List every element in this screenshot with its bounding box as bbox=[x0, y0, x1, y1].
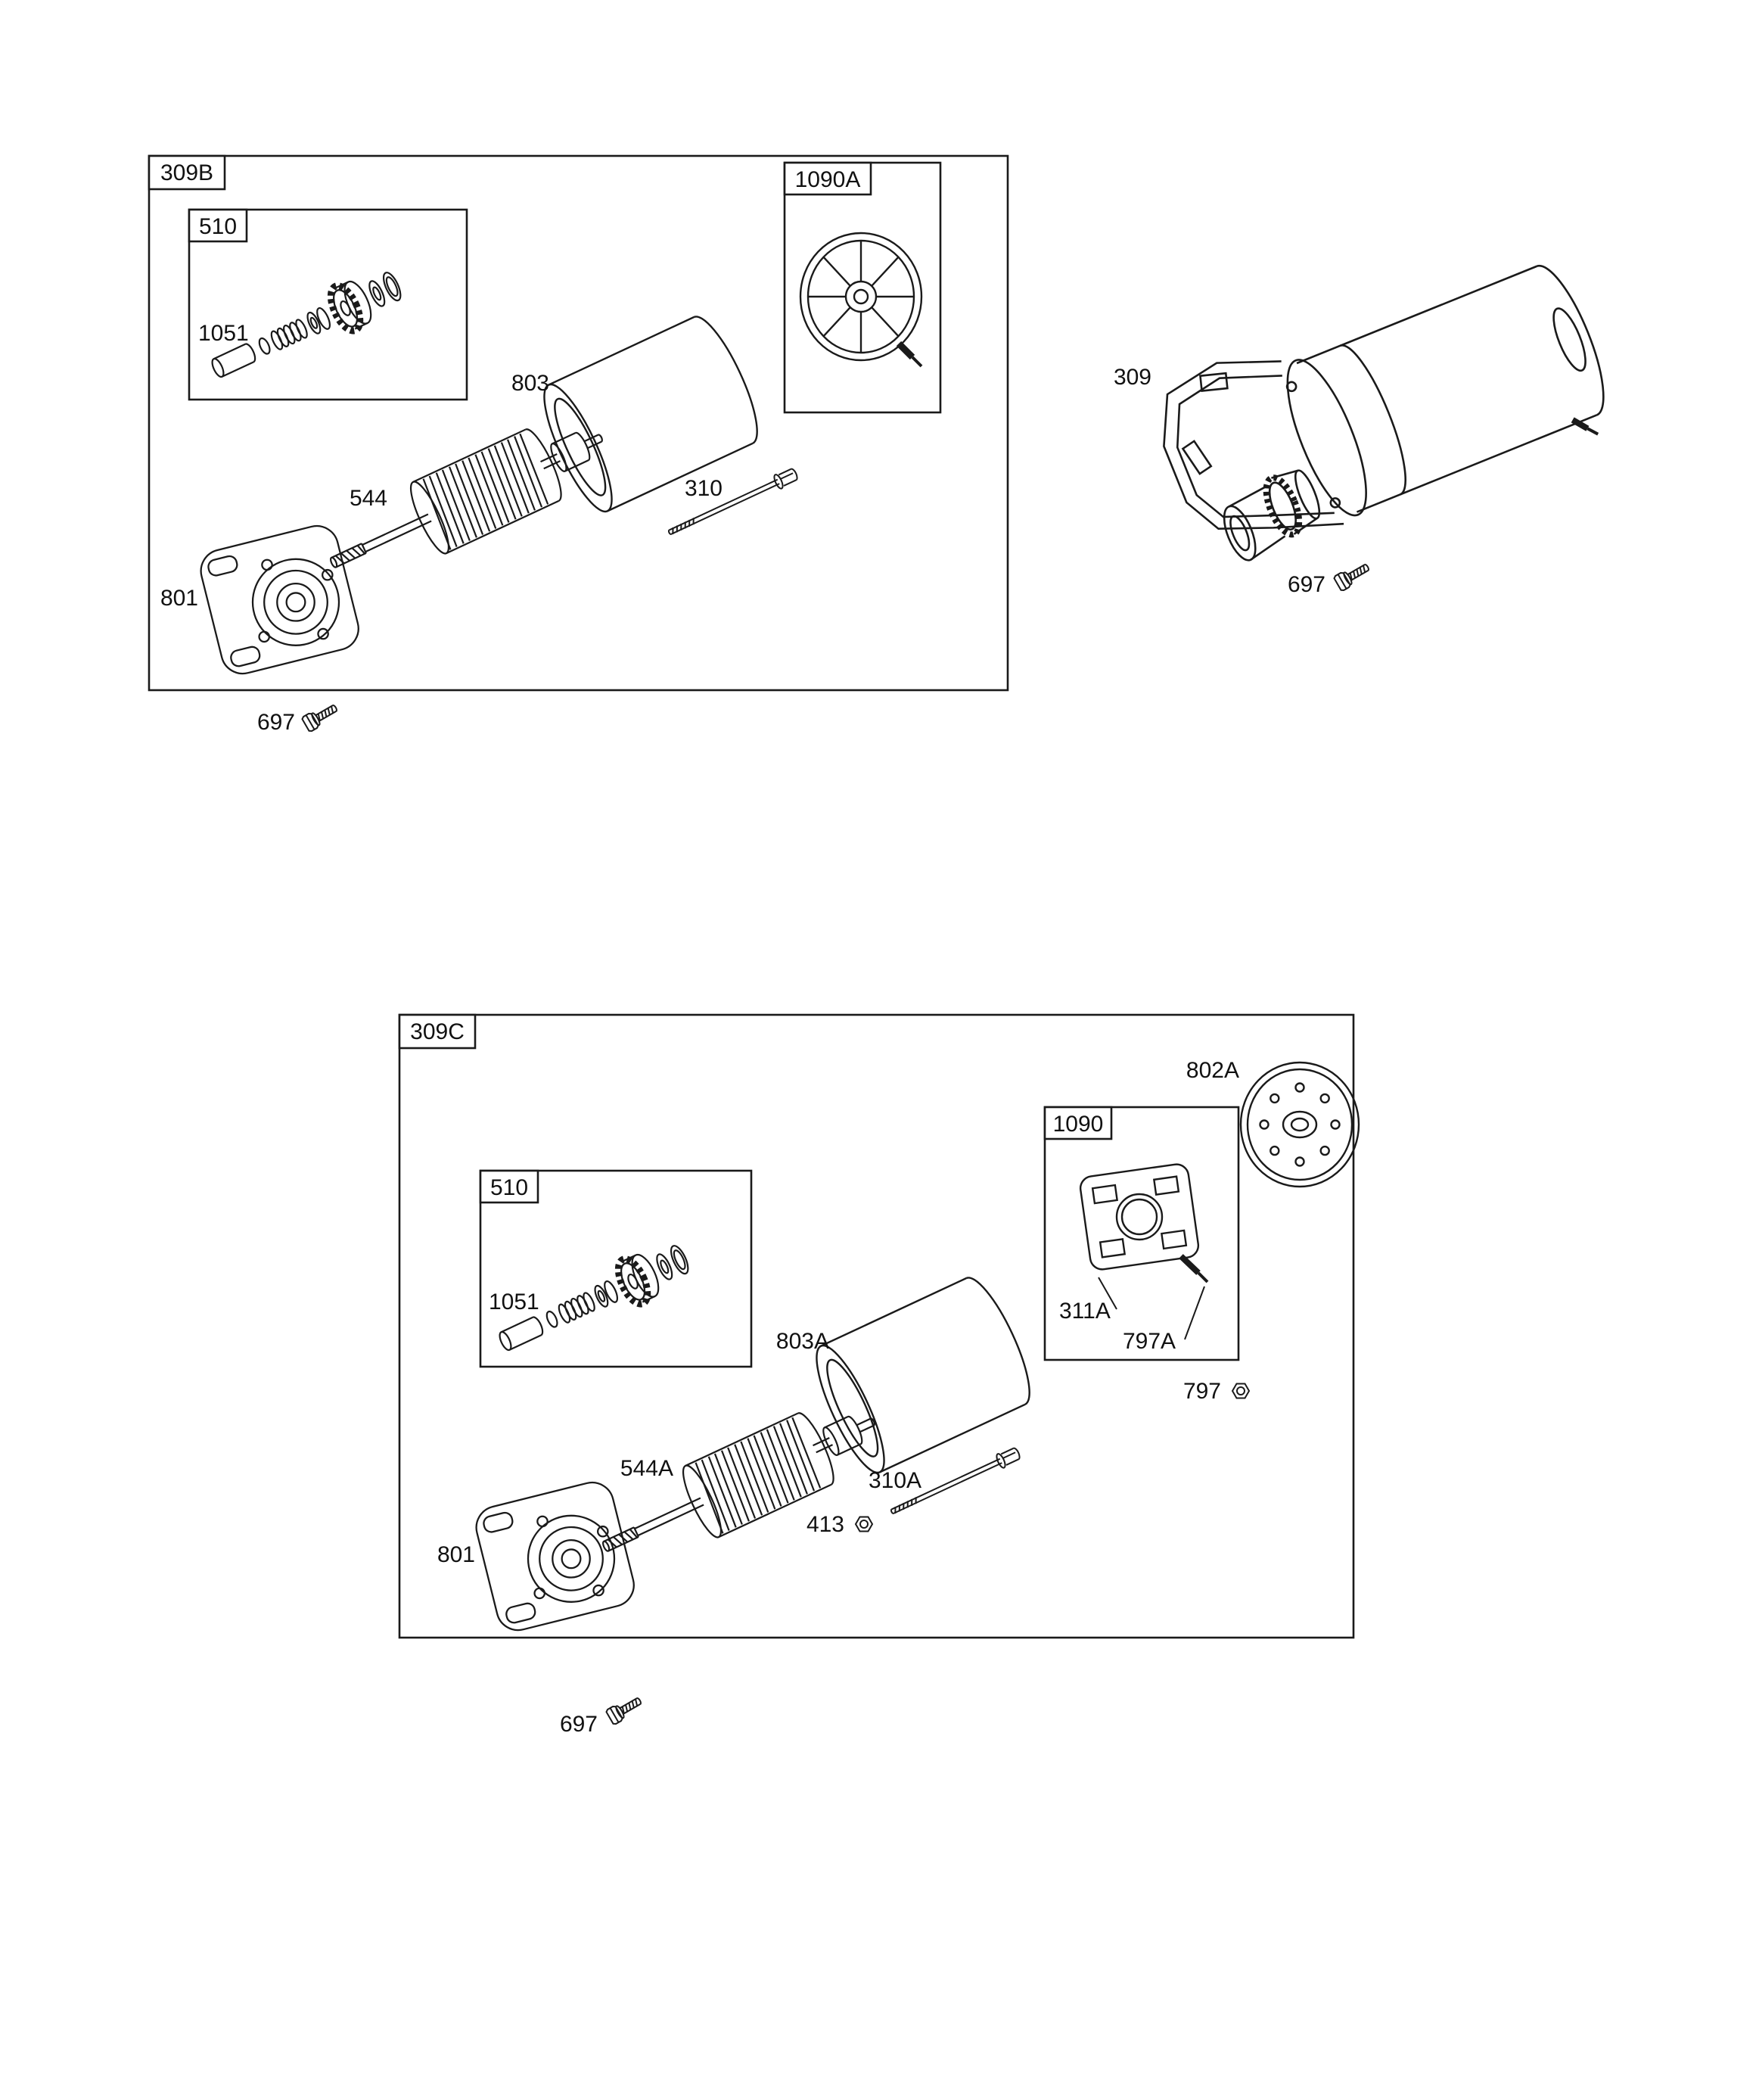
leader-line-797A bbox=[1184, 1286, 1205, 1340]
subgroup-box-510-top bbox=[188, 208, 468, 401]
part-label-311A: 311A bbox=[1059, 1299, 1111, 1324]
part-label-697-bottom: 697 bbox=[560, 1712, 598, 1737]
part-label-802A: 802A bbox=[1186, 1058, 1239, 1083]
group-label-box-309B bbox=[148, 154, 226, 191]
subgroup-label-box-510-bottom bbox=[479, 1169, 539, 1204]
part-label-797: 797 bbox=[1183, 1379, 1221, 1404]
part-label-801-top: 801 bbox=[160, 586, 198, 611]
group-label-box-309C bbox=[398, 1013, 477, 1050]
end-plate-drawing-802A bbox=[1239, 1061, 1360, 1188]
group-309C: 309C 802A 1090 311A 797A 797 510 1051 80… bbox=[398, 1013, 1360, 1639]
part-label-803A: 803A bbox=[776, 1329, 829, 1354]
nut-drawing-413 bbox=[855, 1516, 873, 1532]
subgroup-label-box-510-top bbox=[188, 208, 248, 243]
subgroup-label-box-1090 bbox=[1043, 1106, 1113, 1140]
housing-drawing-803 bbox=[531, 308, 770, 520]
housing-drawing-803A bbox=[803, 1269, 1043, 1481]
part-label-801-bottom: 801 bbox=[437, 1542, 475, 1567]
screw-drawing-697-top bbox=[300, 699, 341, 733]
end-cap-drawing-1090A bbox=[800, 233, 921, 366]
part-label-1051-top: 1051 bbox=[198, 321, 249, 346]
starter-drawing-309 bbox=[1142, 230, 1624, 587]
screw-drawing-697-bottom bbox=[604, 1692, 645, 1726]
part-label-797A: 797A bbox=[1123, 1329, 1176, 1354]
starter-assembly-309: 309 697 bbox=[1114, 230, 1624, 597]
leader-line-311A bbox=[1098, 1277, 1117, 1310]
subgroup-box-510-bottom bbox=[479, 1169, 753, 1368]
part-label-310A: 310A bbox=[869, 1468, 921, 1493]
part-label-1051-bottom: 1051 bbox=[489, 1290, 539, 1314]
part-label-697-top: 697 bbox=[257, 710, 295, 735]
subgroup-label-box-1090A bbox=[783, 161, 872, 196]
part-label-413: 413 bbox=[806, 1512, 844, 1537]
nut-drawing-797 bbox=[1232, 1383, 1250, 1399]
screw-drawing-697-right bbox=[1332, 558, 1373, 593]
part-label-544: 544 bbox=[350, 486, 387, 511]
subgroup-box-1090 bbox=[1043, 1106, 1240, 1361]
part-label-310: 310 bbox=[685, 476, 723, 501]
subgroup-label-510-bottom: 510 bbox=[490, 1175, 528, 1200]
part-label-697-right: 697 bbox=[1288, 572, 1325, 597]
subgroup-label-1090A: 1090A bbox=[795, 167, 861, 192]
end-bracket-drawing-801-top bbox=[195, 520, 364, 680]
brush-holder-drawing-1090 bbox=[1079, 1163, 1207, 1282]
end-bracket-drawing-801-bottom bbox=[471, 1476, 639, 1636]
group-label-309B: 309B bbox=[160, 160, 213, 185]
part-label-544A: 544A bbox=[620, 1456, 673, 1481]
part-label-309: 309 bbox=[1114, 365, 1151, 390]
part-label-803: 803 bbox=[511, 371, 549, 396]
group-box-309C bbox=[398, 1013, 1355, 1639]
group-label-309C: 309C bbox=[410, 1019, 465, 1044]
armature-drawing-544A bbox=[586, 1384, 892, 1584]
subgroup-label-1090: 1090 bbox=[1053, 1112, 1104, 1137]
group-box-309B bbox=[148, 154, 1009, 692]
group-309B: 309B 510 1051 1090A 803 544 310 801 bbox=[148, 154, 1009, 692]
subgroup-label-510-top: 510 bbox=[199, 214, 237, 239]
